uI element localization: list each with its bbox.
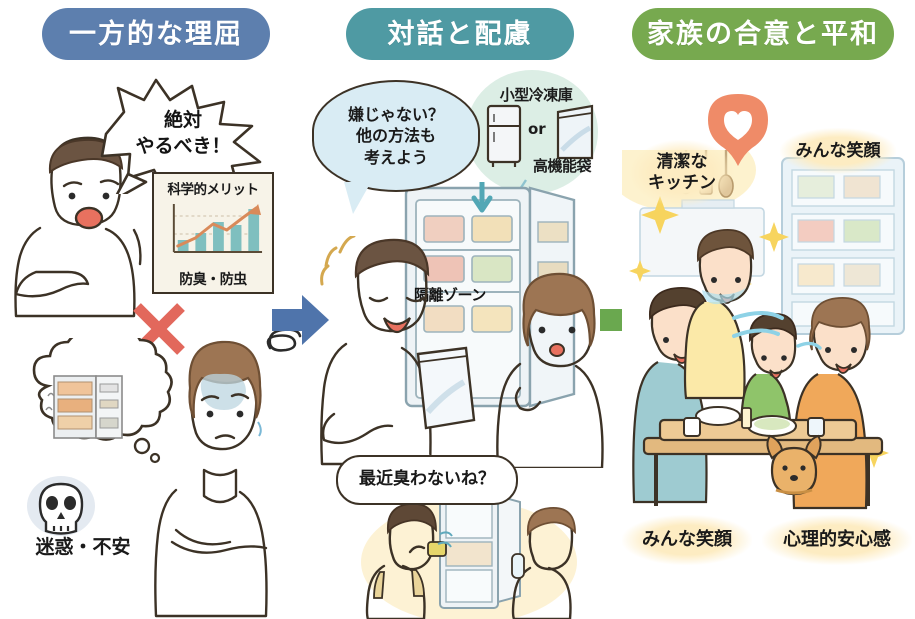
panel-header-label: 一方的な理屈	[69, 18, 243, 50]
ask-bubble-tail	[344, 182, 371, 214]
scientific-merit-card: 科学的メリット 防臭・防虫	[152, 172, 274, 294]
arrow-panel1-to-panel2	[272, 295, 332, 345]
panel-header-label: 対話と配慮	[387, 18, 533, 50]
clean-kitchen-line-1: 清潔な	[656, 152, 708, 173]
psychological-security-label: 心理的安心感	[762, 515, 912, 565]
everyone-smiles-label-bottom: みんな笑顔	[622, 515, 752, 565]
ask-line-3: 考えよう	[363, 147, 428, 167]
thought-bubble-messy-fridge	[32, 338, 173, 464]
smell-bubble-text: 最近臭わないね？	[359, 469, 495, 490]
card-footer: 防臭・防虫	[179, 272, 247, 288]
ask-speech-bubble: 嫌じゃない？ 他の方法も 考えよう	[312, 80, 480, 192]
clean-kitchen-label: 清潔な キッチン	[630, 140, 734, 206]
panel-header-family-agreement-peace: 家族の合意と平和	[632, 8, 894, 60]
smell-speech-bubble: 最近臭わないね？	[336, 455, 518, 505]
negative-feeling-label: 迷惑・不安	[35, 536, 131, 559]
isolation-zone-label: 隔離ゾーン	[414, 286, 486, 304]
panel-header-label: 家族の合意と平和	[647, 18, 879, 50]
panel-header-one-sided-logic: 一方的な理屈	[42, 8, 270, 60]
shout-line-1: 絶対	[163, 109, 202, 131]
clean-kitchen-line-2: キッチン	[648, 173, 716, 193]
ask-line-2: 他の方法も	[355, 126, 436, 146]
skull-warning-icon	[27, 476, 95, 536]
listening-woman	[496, 272, 604, 468]
option-connector-or: or	[528, 120, 546, 138]
angry-man-pointing	[14, 136, 142, 318]
high-function-bag-icon	[556, 104, 594, 160]
option-label-mini-freezer: 小型冷凍庫	[499, 86, 573, 104]
family-dining-scene	[622, 150, 912, 510]
ask-line-1: 嫌じゃない？	[347, 104, 444, 124]
merit-bar-chart	[166, 200, 264, 258]
shout-line-2: やるべき！	[135, 134, 231, 157]
sample-bag-in-hand-icon	[416, 346, 476, 430]
panel-header-dialogue-consideration: 対話と配慮	[346, 8, 574, 60]
heart-pin-icon	[708, 94, 768, 166]
shout-speech-bubble: 絶対 やるべき！	[92, 78, 274, 194]
everyone-smiles-label-top: みんな笑顔	[780, 128, 896, 174]
cleaning-couple-scene	[361, 494, 577, 619]
worried-woman-arms-crossed	[154, 340, 268, 618]
card-title: 科学的メリット	[167, 182, 260, 198]
mini-freezer-icon	[486, 104, 522, 167]
option-label-high-function-bag: 高機能袋	[532, 157, 592, 175]
